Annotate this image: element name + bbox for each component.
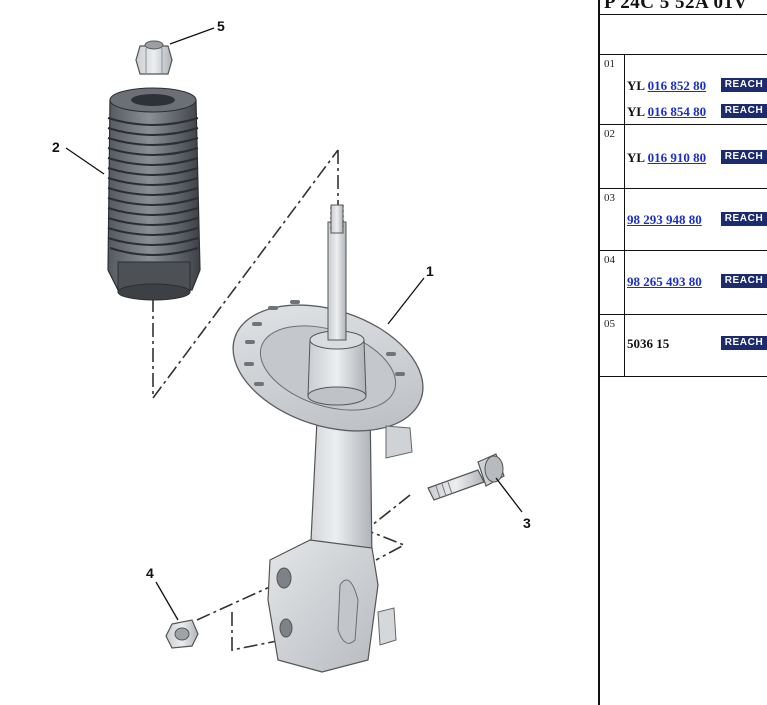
reach-badge: REACH <box>721 150 767 164</box>
ref-prefix: YL <box>627 150 645 165</box>
row-index-05: 05 <box>604 318 615 330</box>
part-ref-plain: 5036 15 <box>627 336 670 351</box>
ref-prefix: YL <box>627 78 645 93</box>
part-ref: 98 265 493 80 <box>627 274 702 290</box>
part-ref: 98 293 948 80 <box>627 212 702 228</box>
row-index-02: 02 <box>604 128 615 140</box>
part-ref: YL 016 910 80 <box>627 150 706 166</box>
table-divider <box>600 124 767 125</box>
row-index-04: 04 <box>604 254 615 266</box>
reach-badge: REACH <box>721 212 767 226</box>
row-index-01: 01 <box>604 58 615 70</box>
callout-2: 2 <box>52 139 60 155</box>
callout-3: 3 <box>523 515 531 531</box>
table-divider <box>600 54 767 55</box>
callout-leaders <box>65 27 523 621</box>
callout-4: 4 <box>146 565 154 581</box>
table-divider <box>600 314 767 315</box>
callout-5: 5 <box>217 18 225 34</box>
reach-badge: REACH <box>721 274 767 288</box>
exploded-parts-diagram: 5 2 1 3 4 <box>52 18 531 673</box>
part-number-link[interactable]: 016 910 80 <box>647 150 707 165</box>
part-number-link[interactable]: 016 852 80 <box>647 78 707 93</box>
part-ref: YL 016 854 80 <box>627 104 706 120</box>
part-number-link[interactable]: 98 293 948 80 <box>627 212 702 227</box>
reach-badge: REACH <box>721 104 767 118</box>
reach-badge: REACH <box>721 78 767 92</box>
part-2-dust-boot <box>107 87 201 301</box>
parts-reference-table: P 24C 5 52A 01V 01 YL 016 852 80 REACH Y… <box>598 0 767 705</box>
part-5-top-nut <box>135 40 173 75</box>
part-ref: YL 016 852 80 <box>627 78 706 94</box>
part-number-link[interactable]: 016 854 80 <box>647 104 707 119</box>
table-divider <box>600 376 767 377</box>
reach-badge: REACH <box>721 336 767 350</box>
table-header-code: P 24C 5 52A 01V <box>604 0 748 13</box>
table-divider <box>600 250 767 251</box>
part-1-strut-assembly <box>232 204 424 673</box>
callout-1: 1 <box>426 263 434 279</box>
row-index-03: 03 <box>604 192 615 204</box>
part-number-link[interactable]: 98 265 493 80 <box>627 274 702 289</box>
part-4-lower-nut <box>165 619 199 649</box>
ref-prefix: YL <box>627 104 645 119</box>
part-3-bolt <box>427 453 505 501</box>
table-divider <box>600 14 767 15</box>
table-divider <box>600 188 767 189</box>
table-column-separator <box>624 54 625 376</box>
